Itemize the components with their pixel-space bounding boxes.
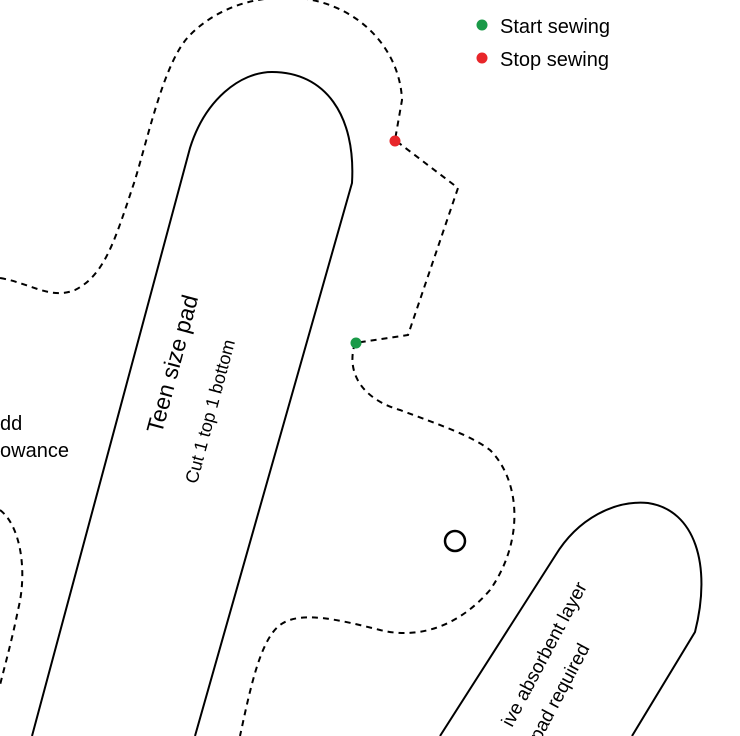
left-note-line1: dd	[0, 413, 22, 435]
start-sewing-dot	[350, 337, 362, 349]
legend-stop-dot	[476, 52, 488, 64]
teen-pad-outline	[31, 70, 354, 736]
legend-start-dot	[476, 19, 488, 31]
marker-circle	[443, 529, 467, 553]
seam-allowance-outline	[0, 0, 516, 736]
absorbent-layer-outline	[439, 501, 703, 736]
left-note-line2: owance	[0, 440, 69, 462]
pad-title: Teen size pad	[141, 292, 203, 436]
stop-sewing-dot	[389, 135, 401, 147]
pad-subtitle: Cut 1 top 1 bottom	[181, 337, 239, 485]
seam-allowance-outline-left	[0, 509, 24, 686]
legend-stop-label: Stop sewing	[500, 49, 609, 71]
legend-start-label: Start sewing	[500, 16, 610, 38]
